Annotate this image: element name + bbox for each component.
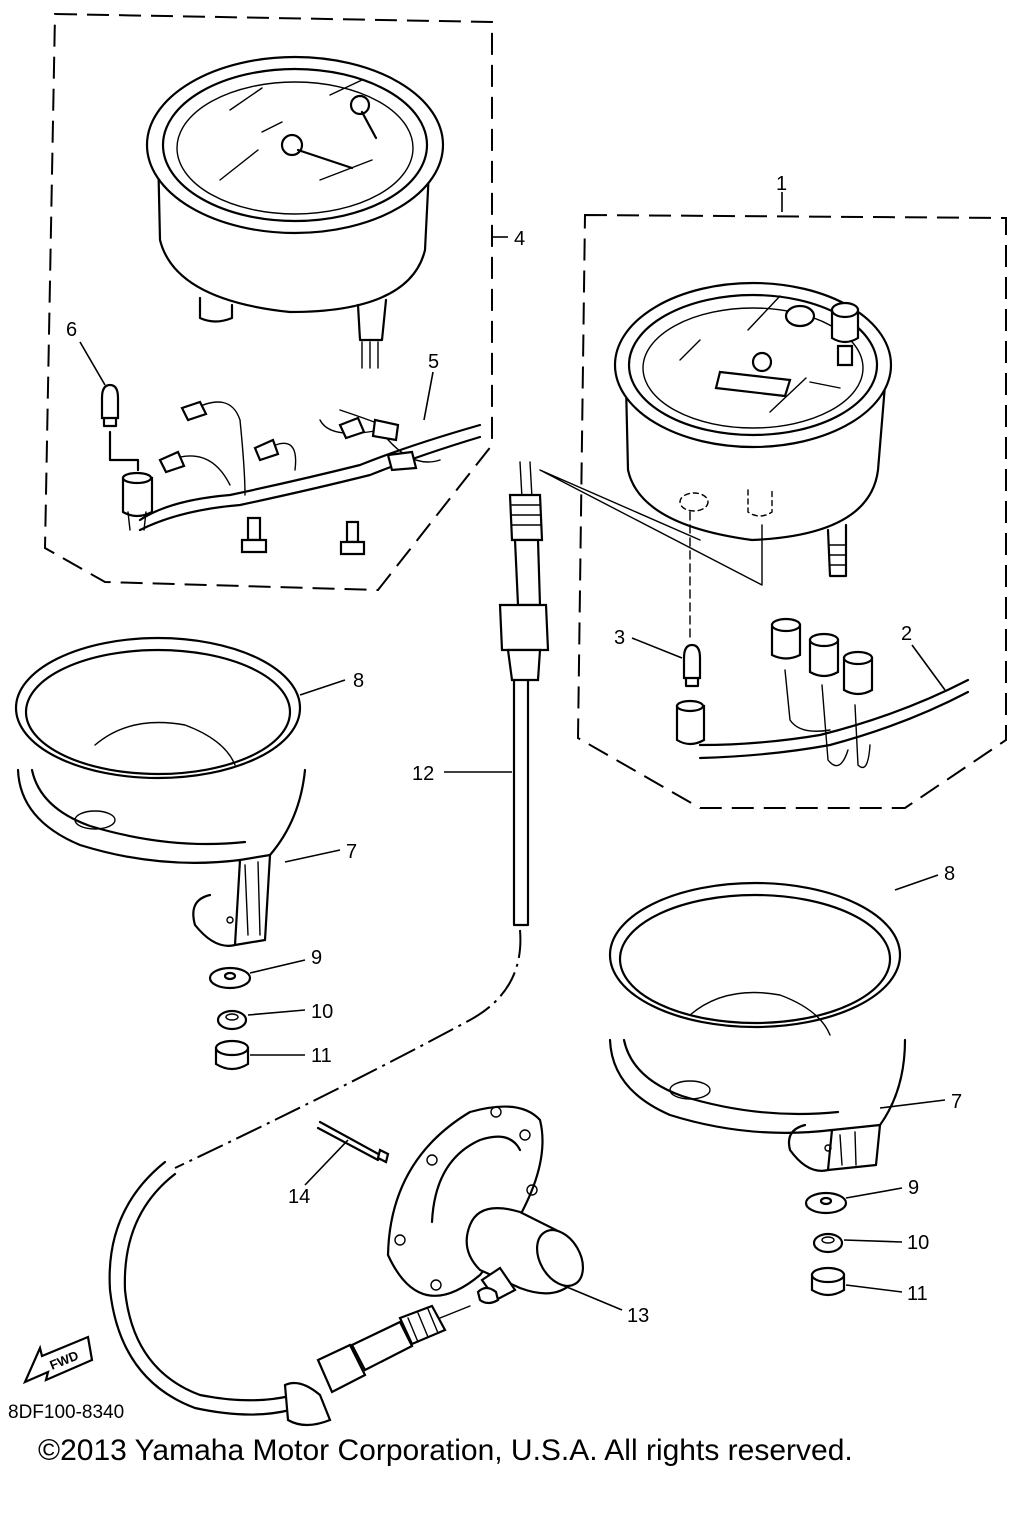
speedometer-assembly-group xyxy=(539,192,1007,809)
callout-11b: 11 xyxy=(907,1283,928,1305)
callout-14: 14 xyxy=(288,1186,310,1208)
cable-lower-section xyxy=(108,1160,471,1427)
fwd-arrow-icon xyxy=(22,1335,94,1385)
bulb-socket xyxy=(108,430,154,531)
callout-13: 13 xyxy=(627,1305,649,1327)
leader-9a xyxy=(249,959,306,974)
callout-7a: 7 xyxy=(346,841,357,863)
callout-9a: 9 xyxy=(311,947,322,969)
leader-7a xyxy=(284,849,341,863)
leader-14 xyxy=(304,1139,349,1186)
meter-ring-left xyxy=(14,636,302,780)
callout-1: 1 xyxy=(776,173,787,195)
meter-cable xyxy=(498,461,550,927)
leader-8a xyxy=(299,679,346,696)
meter-drive-unit xyxy=(386,1105,585,1305)
callout-9b: 9 xyxy=(908,1177,919,1199)
speedometer-wire-harness xyxy=(698,617,970,769)
screw-left xyxy=(240,516,268,554)
meter-ring-right xyxy=(608,881,902,1029)
leader-2 xyxy=(911,644,946,691)
nut-11-left xyxy=(214,1039,250,1071)
leader-5 xyxy=(423,371,434,421)
meter-bracket-left xyxy=(16,721,307,947)
screw-right xyxy=(339,520,366,556)
leader-13 xyxy=(561,1284,623,1311)
speedometer-gauge xyxy=(613,281,893,578)
callout-2: 2 xyxy=(901,623,912,645)
nut-11-right xyxy=(810,1266,846,1297)
callout-6: 6 xyxy=(66,319,77,341)
group-4-dashed-boundary xyxy=(43,12,493,592)
group-1-dashed-boundary xyxy=(576,213,1007,809)
meter-bracket-right xyxy=(608,991,907,1172)
leader-11b xyxy=(845,1284,903,1293)
leader-10b xyxy=(843,1239,903,1243)
leader-10a xyxy=(247,1009,306,1016)
speedometer-bulb-socket xyxy=(675,511,706,746)
leader-7b xyxy=(879,1099,946,1109)
callout-3: 3 xyxy=(614,627,625,649)
washer-10-left xyxy=(216,1009,248,1031)
pin-14 xyxy=(316,1120,390,1164)
indicator-bulb-6 xyxy=(100,383,120,428)
callout-11a: 11 xyxy=(311,1045,332,1067)
leader-9b xyxy=(845,1187,903,1199)
leader-3 xyxy=(631,637,683,659)
callout-8b: 8 xyxy=(944,863,955,885)
washer-9-left xyxy=(208,966,252,990)
callout-12: 12 xyxy=(412,763,434,785)
tachometer-assembly-group xyxy=(43,12,493,592)
cable-routing-line xyxy=(174,929,522,1169)
callout-4: 4 xyxy=(514,228,525,250)
wire-harness xyxy=(138,400,482,532)
leader-8b xyxy=(894,874,939,891)
callout-8a: 8 xyxy=(353,670,364,692)
fwd-direction-arrow: FWD xyxy=(22,1335,94,1385)
washer-10-right xyxy=(812,1232,844,1254)
tachometer-gauge xyxy=(145,55,445,369)
callout-5: 5 xyxy=(428,351,439,373)
connection-lines xyxy=(539,469,763,586)
washer-9-right xyxy=(804,1191,848,1215)
callout-10b: 10 xyxy=(907,1232,929,1254)
copyright-notice: ©2013 Yamaha Motor Corporation, U.S.A. A… xyxy=(38,1434,853,1467)
diagram-code: 8DF100-8340 xyxy=(8,1402,124,1423)
callout-10a: 10 xyxy=(311,1001,333,1023)
speedometer-bulb-3 xyxy=(682,643,702,688)
callout-7b: 7 xyxy=(951,1091,962,1113)
leader-6 xyxy=(79,341,106,386)
